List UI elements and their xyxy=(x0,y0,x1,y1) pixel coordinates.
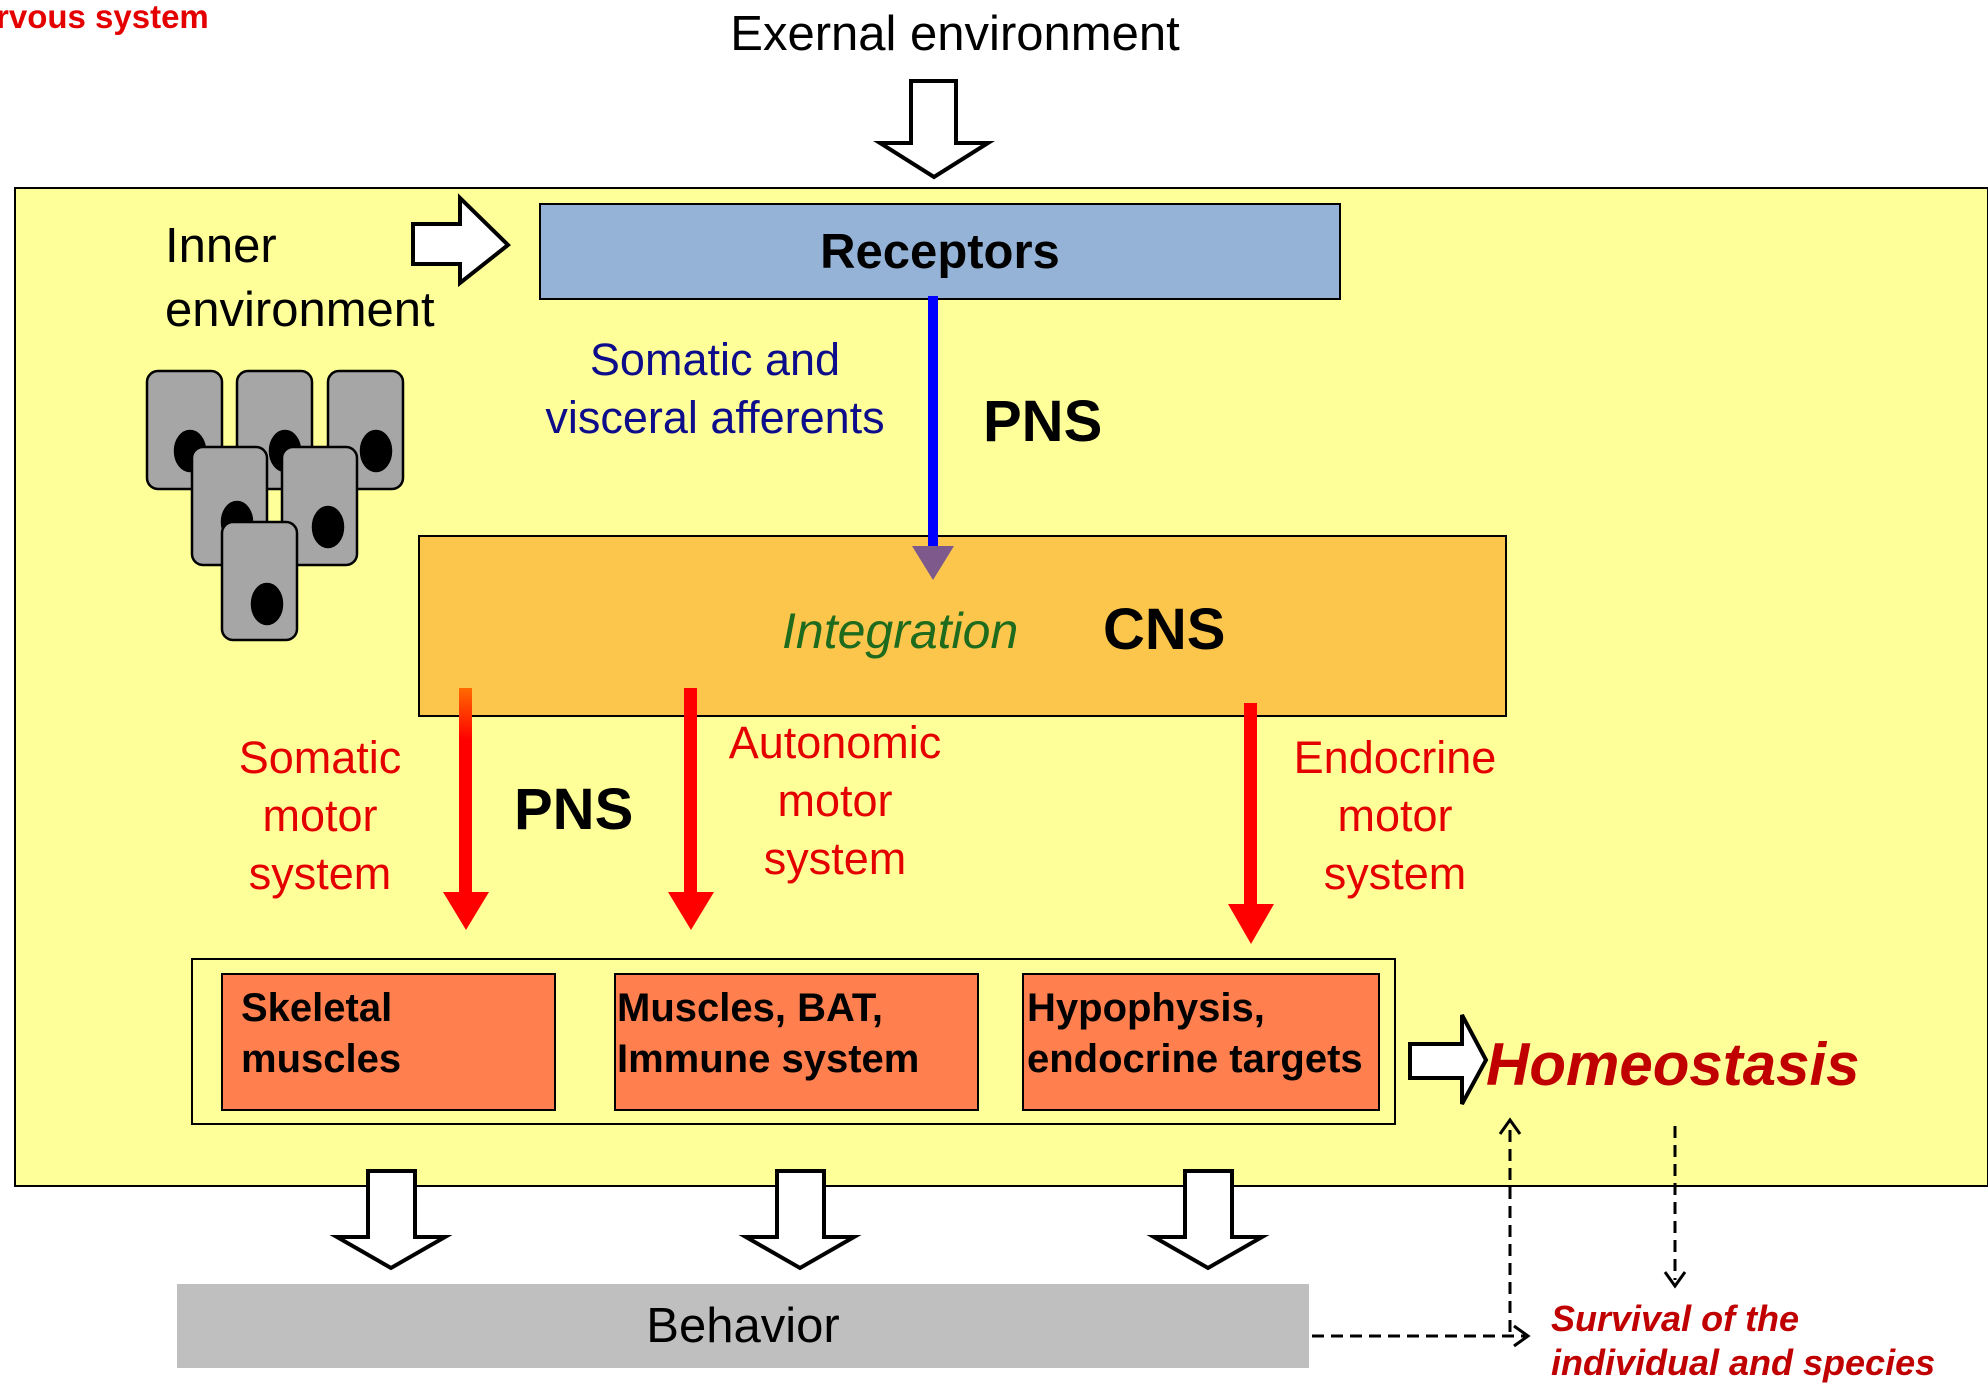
survival-label-line2: individual and species xyxy=(1551,1342,1936,1383)
autonomic-motor-line1: Autonomic xyxy=(728,717,942,768)
external-environment-label: Exernal environment xyxy=(730,7,1180,61)
inner-arrow-icon xyxy=(411,193,512,288)
behavior-label: Behavior xyxy=(646,1299,840,1353)
receptors-box xyxy=(539,203,1341,300)
afferents-label-line1: Somatic and xyxy=(589,334,841,385)
afferent-arrow-head-icon xyxy=(912,546,954,580)
hypophysis-line1: Hypophysis, xyxy=(1027,986,1265,1030)
cells-icon xyxy=(145,369,405,642)
endocrine-motor-line2: motor xyxy=(1337,790,1453,841)
behavior-box xyxy=(177,1284,1309,1368)
homeostasis-arrow-icon xyxy=(1408,1014,1489,1105)
behavior-arrow-1-icon xyxy=(329,1169,453,1271)
endocrine-motor-line3: system xyxy=(1323,848,1467,899)
hypophysis-box xyxy=(1022,973,1380,1111)
somatic-motor-line2: motor xyxy=(262,790,378,841)
hypophysis-line2: endocrine targets xyxy=(1027,1037,1363,1081)
inner-environment-label-line2: environment xyxy=(165,283,435,337)
endocrine-motor-arrow xyxy=(1228,703,1274,944)
endocrine-motor-line1: Endocrine xyxy=(1293,732,1497,783)
pns-upper-label: PNS xyxy=(983,389,1103,454)
behavior-arrow-3-icon xyxy=(1146,1169,1270,1271)
muscles-bat-line2: Immune system xyxy=(617,1037,920,1081)
cns-label: CNS xyxy=(1103,597,1226,662)
autonomic-motor-line2: motor xyxy=(777,775,893,826)
autonomic-motor-arrow xyxy=(668,688,714,930)
external-arrow-icon xyxy=(873,79,995,180)
dashed-connectors xyxy=(1312,1117,1687,1348)
corner-title: rvous system xyxy=(0,0,209,35)
homeostasis-label: Homeostasis xyxy=(1486,1031,1860,1098)
integration-label: Integration xyxy=(782,603,1019,659)
cns-box xyxy=(418,535,1507,717)
inner-environment-label-line1: Inner xyxy=(165,219,277,273)
somatic-motor-line1: Somatic xyxy=(238,732,402,783)
pns-lower-label: PNS xyxy=(514,777,634,842)
skeletal-muscles-box xyxy=(221,973,556,1111)
behavior-arrow-2-icon xyxy=(738,1169,862,1271)
skeletal-muscles-line2: muscles xyxy=(241,1037,402,1081)
muscles-bat-line1: Muscles, BAT, xyxy=(617,986,883,1030)
somatic-motor-line3: system xyxy=(248,848,392,899)
muscles-bat-box xyxy=(614,973,979,1111)
somatic-motor-arrow xyxy=(443,688,489,930)
skeletal-muscles-line1: Skeletal xyxy=(241,986,393,1030)
survival-label-line1: Survival of the xyxy=(1551,1298,1800,1339)
afferents-label-line2: visceral afferents xyxy=(545,392,885,443)
receptors-label: Receptors xyxy=(820,225,1060,279)
autonomic-motor-line3: system xyxy=(763,833,907,884)
